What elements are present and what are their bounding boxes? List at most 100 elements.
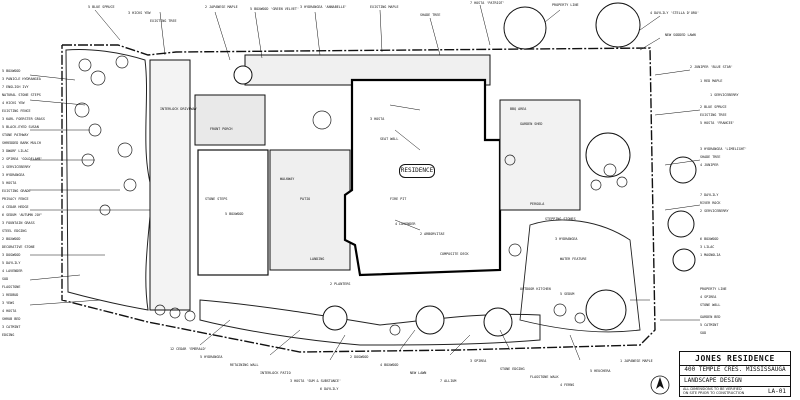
annotation-labels-top: 5 BLUE SPRUCE 3 HICKS YEW EXISTING TREE 2 J… bbox=[88, 1, 739, 97]
plant-annotation: 3 CATMINT bbox=[2, 325, 20, 329]
plant-annotation: 3 DWARF LILAC bbox=[2, 149, 29, 153]
plant-annotation: PROPERTY LINE bbox=[700, 287, 727, 291]
sheet-number: LA-01 bbox=[767, 388, 786, 395]
plant-annotation: 2 SPIREA 'GOLDFLAME' bbox=[2, 157, 43, 161]
interlock-driveway bbox=[149, 59, 191, 311]
plant-annotation: 7 ENGLISH IVY bbox=[2, 85, 29, 89]
plant-annotation: 2 ARBORVITAE bbox=[420, 232, 445, 236]
plant-annotation: 3 HYDRANGEA bbox=[2, 173, 24, 177]
plant-annotation: SHADE TREE bbox=[420, 13, 440, 17]
plant-annotation: 2 JAPANESE MAPLE bbox=[205, 5, 238, 9]
plant-annotation: SOD bbox=[700, 331, 706, 335]
plant-annotation: 4 LAVENDER bbox=[2, 269, 23, 273]
plant-annotation: 4 BOXWOOD bbox=[380, 363, 398, 367]
plant-annotation: 6 BOXWOOD bbox=[700, 237, 718, 241]
plant-annotation: GARDEN BED bbox=[700, 315, 720, 319]
plant-annotation: 3 HOSTA 'SUM & SUBSTANCE' bbox=[290, 379, 341, 383]
plant-annotation: 2 BOXWOOD bbox=[2, 237, 20, 241]
annotation-labels-left: 5 BOXWOOD 3 PANICLE HYDRANGEA 7 ENGLISH IV… bbox=[2, 69, 45, 337]
general-notes: ALL DIMENSIONS TO BE VERIFIED ON SITE PR… bbox=[683, 387, 745, 395]
plant-annotation: NATURAL STONE STEPS bbox=[2, 93, 41, 97]
plant-annotation: EXISTING FENCE bbox=[2, 109, 31, 113]
rear-patio bbox=[499, 99, 581, 211]
plant-annotation: OUTDOOR KITCHEN bbox=[520, 287, 551, 291]
plant-annotation: 1 REDBUD bbox=[2, 293, 18, 297]
drawing-name: LANDSCAPE DESIGN bbox=[680, 375, 790, 387]
plant-annotation: STONE EDGING bbox=[500, 367, 525, 371]
plant-annotation: 1 RED MAPLE bbox=[700, 79, 722, 83]
plant-annotation: EDGING bbox=[2, 333, 14, 337]
plant-annotation: RIVER ROCK bbox=[700, 201, 721, 205]
plant-annotation: SOD bbox=[2, 277, 8, 281]
plant-annotation: EXISTING GRADE bbox=[2, 189, 31, 193]
plant-annotation: STONE WALL bbox=[700, 303, 720, 307]
plant-annotation: 4 LAVENDER bbox=[395, 222, 416, 226]
plant-annotation: FLAGSTONE bbox=[2, 285, 20, 289]
plant-annotation: RETAINING WALL bbox=[230, 363, 259, 367]
leader-lines bbox=[29, 4, 701, 361]
plant-annotation: FRONT PORCH bbox=[210, 127, 232, 131]
plant-annotation: 3 HYDRANGEA 'ANNABELLE' bbox=[300, 5, 347, 9]
plant-annotation: 5 HEUCHERA bbox=[590, 369, 610, 373]
plant-annotation: 5 BLUE SPRUCE bbox=[88, 5, 115, 9]
plant-annotation: 2 BLUE SPRUCE bbox=[700, 105, 727, 109]
plant-annotation: SEAT WALL bbox=[380, 137, 398, 141]
plant-annotation: DECORATIVE STONE bbox=[2, 245, 35, 249]
property-line bbox=[61, 44, 656, 353]
plant-annotation: NEW SODDED LAWN bbox=[665, 33, 696, 37]
plant-annotation: 5 BLACK-EYED SUSAN bbox=[2, 125, 39, 129]
plant-annotation: GARDEN SHED bbox=[520, 122, 542, 126]
title-block: JONES RESIDENCE 400 TEMPLE CRES. MISSISS… bbox=[679, 351, 791, 397]
plant-annotation: 7 HOSTA 'PATRIOT' bbox=[470, 1, 505, 5]
plant-annotation: 2 SERVICEBERRY bbox=[700, 209, 729, 213]
plant-annotation: 4 FERNS bbox=[560, 383, 574, 387]
plant-annotation: 5 BOXWOOD bbox=[2, 69, 20, 73]
plant-annotation: 5 CATMINT bbox=[700, 323, 718, 327]
plant-annotation: 3 SPIREA bbox=[470, 359, 486, 363]
plant-annotation: 3 FOUNTAIN GRASS bbox=[2, 221, 35, 225]
plant-annotation: SHADE TREE bbox=[700, 155, 720, 159]
plant-annotation: 3 HICKS YEW bbox=[128, 11, 151, 15]
plant-annotation: WATER FEATURE bbox=[560, 257, 587, 261]
plant-annotation: 2 DOGWOOD bbox=[350, 355, 368, 359]
plant-annotation: EXISTING MAPLE bbox=[370, 5, 399, 9]
plant-annotation: 2 PLANTERS bbox=[330, 282, 350, 286]
plant-annotation: 5 BOXWOOD 'GREEN VELVET' bbox=[250, 7, 299, 11]
plant-annotation: 3 HYDRANGEA bbox=[555, 237, 577, 241]
plant-annotation: PRIVACY FENCE bbox=[2, 197, 29, 201]
plant-annotation: PROPERTY LINE bbox=[552, 3, 579, 7]
plant-annotation: 5 BOXWOOD bbox=[225, 212, 243, 216]
brick-walkway bbox=[194, 94, 266, 146]
plant-annotation: STONE PATHWAY bbox=[2, 133, 29, 137]
plant-annotation: 7 ALLIUM bbox=[440, 379, 456, 383]
plant-annotation: 5 DAYLILY bbox=[2, 261, 20, 265]
plant-annotation: 7 DAYLILY bbox=[700, 193, 718, 197]
plant-annotation: 4 HICKS YEW bbox=[2, 101, 25, 105]
plant-annotation: PATIO bbox=[300, 197, 310, 201]
plant-annotation: LANDING bbox=[310, 257, 324, 261]
plant-annotation: INTERLOCK DRIVEWAY bbox=[160, 107, 197, 111]
plant-annotation: FLAGSTONE WALK bbox=[530, 375, 560, 379]
plant-annotation: 1 SERVICEBERRY bbox=[2, 165, 31, 169]
plant-annotation: 3 HYDRANGEA 'LIMELIGHT' bbox=[700, 147, 747, 151]
front-lawn bbox=[197, 149, 269, 276]
plant-annotation: 1 MAGNOLIA bbox=[700, 253, 720, 257]
plant-annotation: 5 HOSTA 'FRANCEE' bbox=[700, 121, 735, 125]
plant-annotation: 3 LILAC bbox=[700, 245, 714, 249]
plant-annotation: 4 HOSTA bbox=[2, 309, 16, 313]
plant-annotation: 4 SPIREA bbox=[700, 295, 716, 299]
plant-annotation: NEW LAWN bbox=[410, 371, 426, 375]
plant-annotation: 6 DAYLILY bbox=[320, 387, 338, 391]
title-block-footer: ALL DIMENSIONS TO BE VERIFIED ON SITE PR… bbox=[680, 386, 790, 398]
plant-annotation: EXISTING TREE bbox=[150, 19, 177, 23]
rear-lawn bbox=[519, 219, 641, 333]
plant-annotation: 3 HOSTA bbox=[370, 117, 384, 121]
plant-annotation: 3 DOGWOOD bbox=[2, 253, 20, 257]
plant-annotation: 3 PANICLE HYDRANGEA bbox=[2, 77, 41, 81]
plant-annotation: 2 JUNIPER 'BLUE STAR' bbox=[690, 65, 733, 69]
shrub-symbols bbox=[74, 55, 628, 336]
